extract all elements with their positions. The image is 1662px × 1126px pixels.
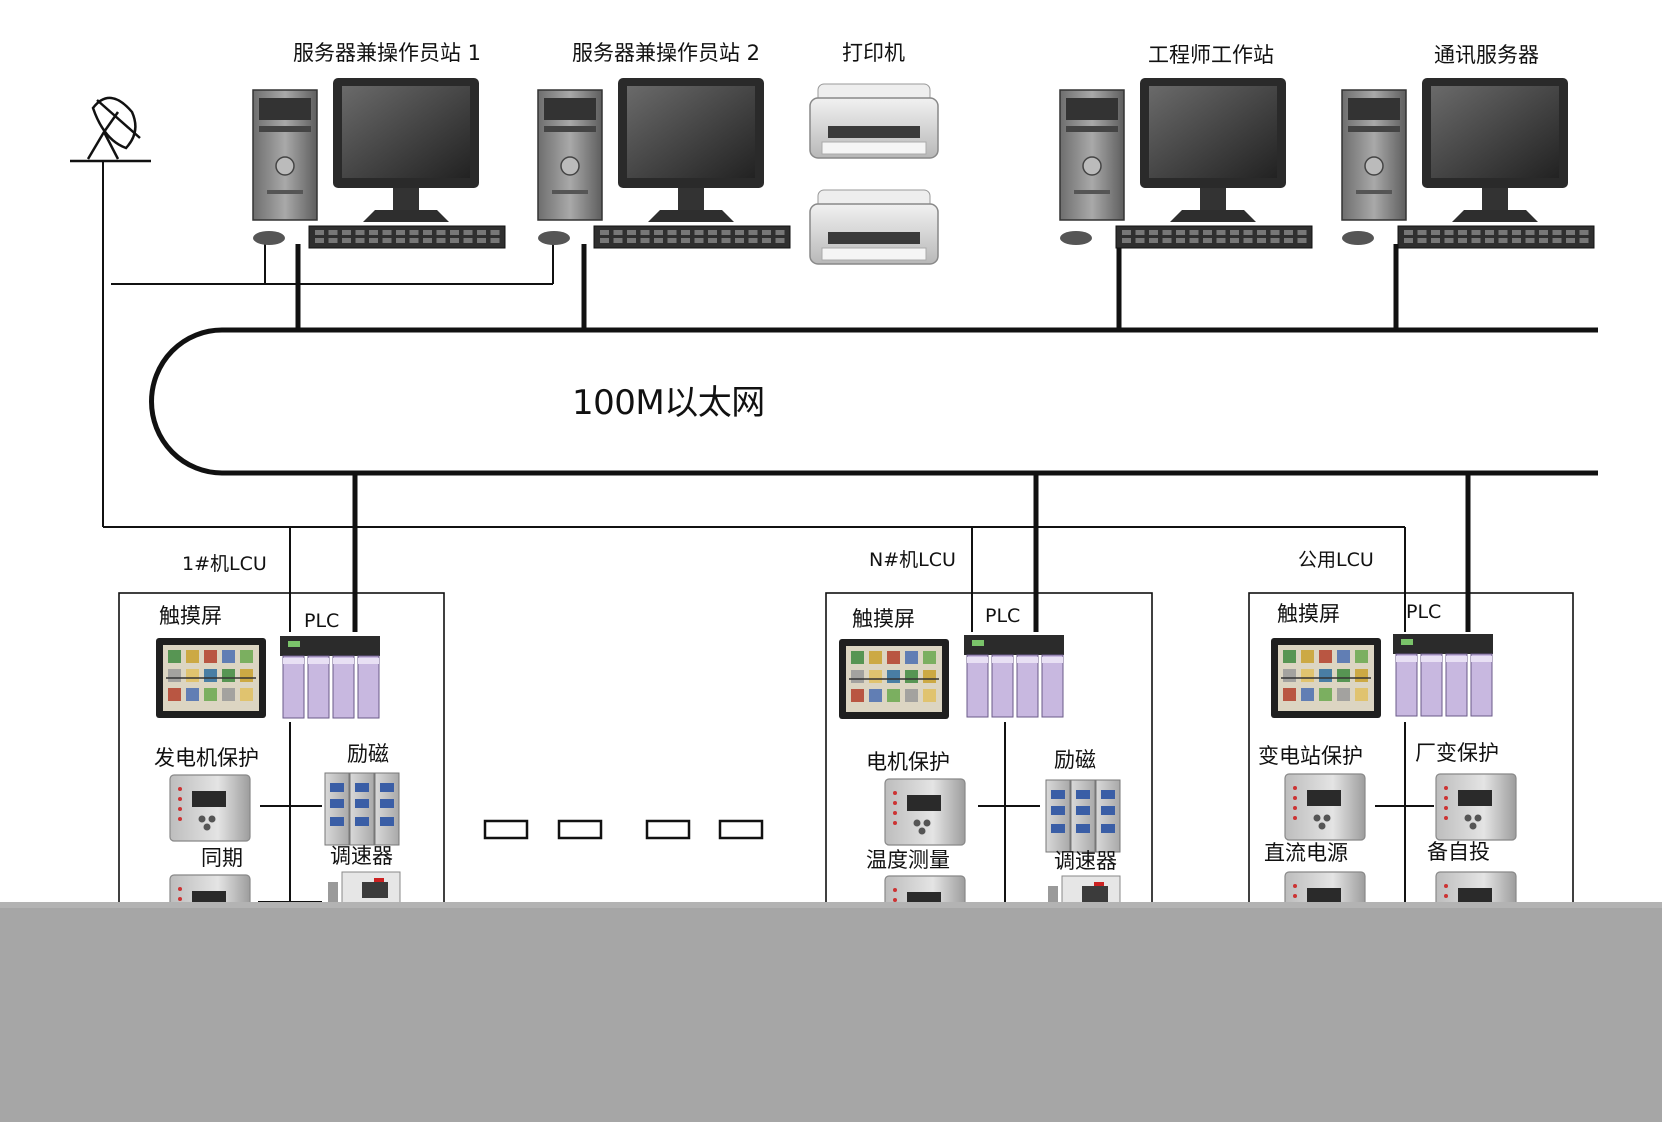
protection-relay-icon [1284, 773, 1366, 841]
station-label-engineer: 工程师工作站 [1148, 43, 1274, 67]
touch-screen-icon [1271, 638, 1381, 718]
desktop-computer-icon [1341, 78, 1595, 249]
lcupub-device-label: 厂变保护 [1415, 741, 1499, 765]
plc-rack-icon [964, 635, 1064, 718]
station-label-server2: 服务器兼操作员站 2 [572, 41, 761, 65]
station-label-server1: 服务器兼操作员站 1 [293, 41, 482, 65]
lcun-device-label: 调速器 [1054, 849, 1117, 873]
lcu1-device-label: 励磁 [347, 742, 389, 766]
printer-icon [809, 189, 939, 265]
touch-screen-icon [156, 638, 266, 718]
ellipsis-dots [483, 819, 764, 840]
lcupub-device-label: 直流电源 [1264, 841, 1348, 865]
network-label: 100M以太网 [572, 383, 765, 423]
station-drops [295, 244, 1471, 632]
plc-rack-icon [1393, 634, 1493, 717]
plc-rack-icon [280, 636, 380, 719]
bottom-band-edge [0, 902, 1662, 910]
lcupub-title: 公用LCU [1298, 549, 1374, 571]
lcupub-touch-label: 触摸屏 [1277, 602, 1340, 626]
desktop-computer-icon [537, 78, 791, 249]
satellite-dish-icon [70, 96, 151, 163]
desktop-computer-icon [252, 78, 506, 249]
lcun-device-label: 温度测量 [866, 848, 950, 872]
lcun-device-label: 励磁 [1054, 748, 1096, 772]
lcu1-device-label: 调速器 [330, 844, 393, 868]
bottom-grey-band [0, 908, 1662, 1122]
thin-wiring [102, 160, 1406, 632]
lcupub-device-label: 备自投 [1427, 840, 1490, 864]
touch-screen-icon [839, 639, 949, 719]
lcun-title: N#机LCU [869, 549, 956, 571]
lcun-touch-label: 触摸屏 [852, 607, 915, 631]
desktop-computer-icon [1059, 78, 1313, 249]
excitation-cabinet-icon [1045, 779, 1121, 853]
station-label-comm: 通讯服务器 [1434, 43, 1539, 67]
protection-relay-icon [884, 778, 966, 846]
protection-relay-icon [1435, 773, 1517, 841]
lcu1-device-label: 同期 [201, 846, 243, 870]
excitation-cabinet-icon [324, 772, 400, 846]
lcun-plc-label: PLC [985, 605, 1021, 627]
lcu1-device-label: 发电机保护 [154, 746, 259, 770]
protection-relay-icon [169, 774, 251, 842]
lcun-device-label: 电机保护 [866, 750, 950, 774]
lcu1-title: 1#机LCU [182, 553, 267, 575]
station-label-printer: 打印机 [842, 41, 905, 65]
ethernet-ring [149, 327, 1598, 476]
lcu1-touch-label: 触摸屏 [159, 604, 222, 628]
lcupub-plc-label: PLC [1406, 601, 1442, 623]
printer-icon [809, 83, 939, 159]
lcupub-device-label: 变电站保护 [1258, 744, 1363, 768]
lcu1-plc-label: PLC [304, 610, 340, 632]
